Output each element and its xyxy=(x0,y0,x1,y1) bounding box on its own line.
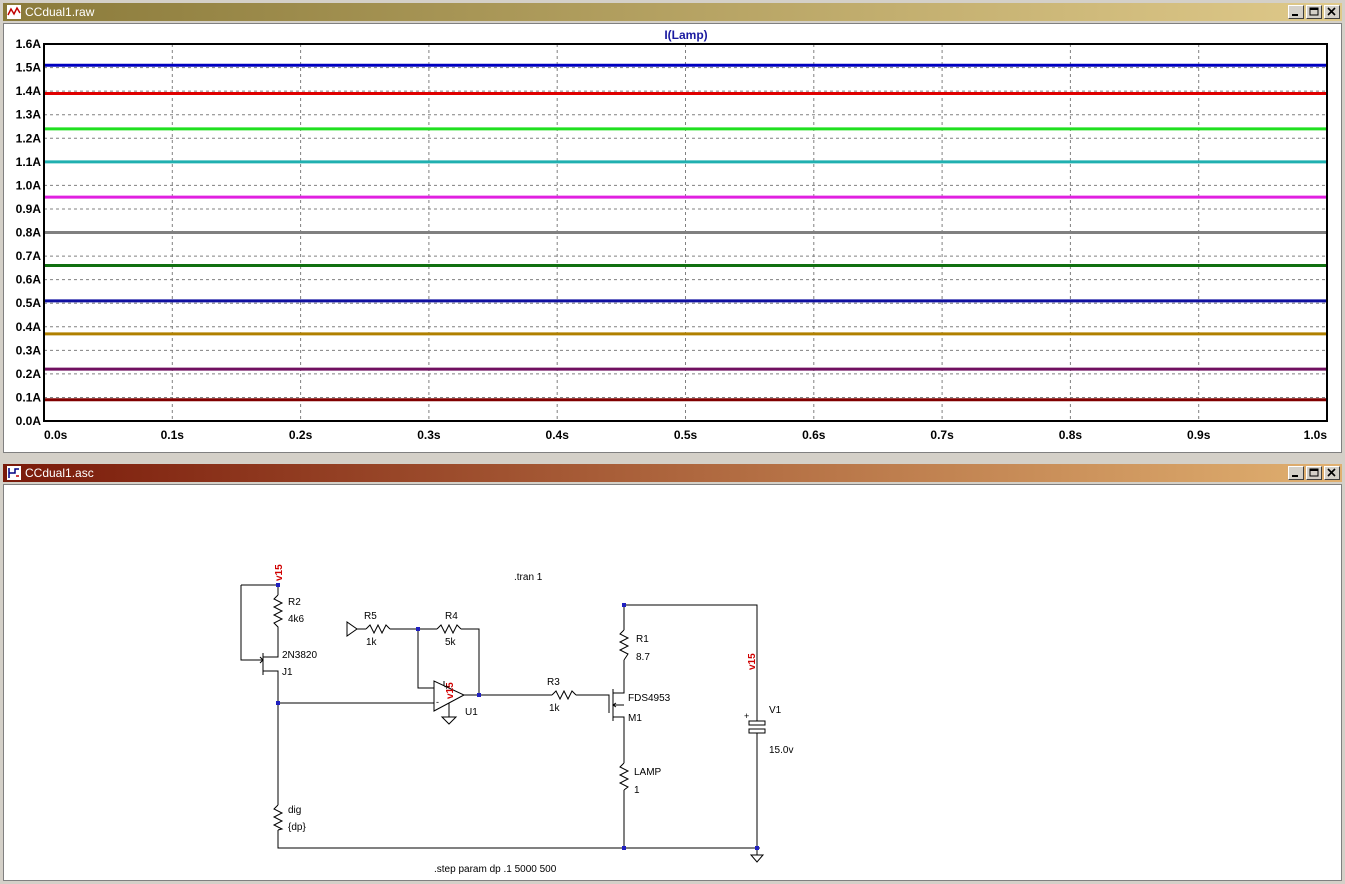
y-tick-label: 0.2A xyxy=(16,367,42,381)
ground-symbol xyxy=(346,621,765,863)
maximize-button[interactable] xyxy=(1306,466,1322,480)
step-directive[interactable]: .step param dp .1 5000 500 xyxy=(434,864,557,875)
y-tick-label: 1.1A xyxy=(16,155,42,169)
y-tick-label: 0.0A xyxy=(16,414,42,428)
schematic-titlebar[interactable]: CCdual1.asc xyxy=(3,464,1342,482)
lamp-label[interactable]: LAMP xyxy=(634,767,662,778)
net-label-v15[interactable]: v15 xyxy=(445,682,456,699)
resistor-r2[interactable] xyxy=(272,594,284,630)
waveform-titlebar[interactable]: CCdual1.raw xyxy=(3,3,1342,21)
y-tick-label: 0.5A xyxy=(16,296,42,310)
waveform-plot[interactable]: I(Lamp) 0.0s 0.1s 0.2s 0.3s 0.4s 0.5s 0.6s 0.7s… xyxy=(4,24,1341,452)
m1-model[interactable]: FDS4953 xyxy=(628,693,671,704)
r5-label[interactable]: R5 xyxy=(364,611,377,622)
net-label-v15[interactable]: v15 xyxy=(747,653,758,670)
y-tick-label: 1.3A xyxy=(16,108,42,122)
trace-label[interactable]: I(Lamp) xyxy=(664,28,707,42)
y-tick-label: 0.7A xyxy=(16,249,42,263)
j1-label[interactable]: J1 xyxy=(282,667,293,678)
mosfet-m1[interactable] xyxy=(604,689,625,725)
v1-label[interactable]: V1 xyxy=(769,705,782,716)
y-tick-label: 1.0A xyxy=(16,178,42,192)
waveform-icon xyxy=(7,5,21,19)
minimize-button[interactable] xyxy=(1288,5,1304,19)
schematic-title: CCdual1.asc xyxy=(25,466,94,480)
y-tick-label: 1.4A xyxy=(16,84,42,98)
net-label-v15[interactable]: v15 xyxy=(274,564,285,581)
r3-label[interactable]: R3 xyxy=(547,677,560,688)
j1-model[interactable]: 2N3820 xyxy=(282,650,317,661)
x-tick-label: 0.6s xyxy=(802,428,826,442)
series-layer xyxy=(44,63,1327,402)
m1-label[interactable]: M1 xyxy=(628,713,642,724)
junction-dots xyxy=(276,583,759,850)
y-tick-label: 0.8A xyxy=(16,226,42,240)
schematic-drawing[interactable]: v15 v15 v15 R2 4k6 2N3820 J1 R5 1k R4 5k… xyxy=(4,485,1341,880)
jfet-j1[interactable] xyxy=(259,650,279,675)
u1-plus: + xyxy=(444,682,449,692)
u1-label[interactable]: U1 xyxy=(465,707,478,718)
waveform-window[interactable]: CCdual1.raw I(Lamp) 0.0s 0.1s 0.2s 0.3s 0.4s… xyxy=(0,0,1345,455)
minimize-button[interactable] xyxy=(1288,466,1304,480)
resistor-dig[interactable] xyxy=(272,804,284,831)
voltage-source-v1[interactable] xyxy=(748,713,766,741)
y-tick-label: 1.2A xyxy=(16,131,42,145)
r2-value[interactable]: 4k6 xyxy=(288,614,305,625)
x-tick-label: 0.9s xyxy=(1187,428,1211,442)
v1-value[interactable]: 15.0v xyxy=(769,745,793,756)
x-tick-label: 0.4s xyxy=(546,428,570,442)
y-tick-label: 0.9A xyxy=(16,202,42,216)
r4-label[interactable]: R4 xyxy=(445,611,458,622)
r3-value[interactable]: 1k xyxy=(549,703,561,714)
resistor-r3[interactable] xyxy=(551,689,577,701)
x-tick-label: 0.2s xyxy=(289,428,313,442)
resistor-lamp[interactable] xyxy=(618,762,630,791)
dig-label[interactable]: dig xyxy=(288,805,301,816)
r5-value[interactable]: 1k xyxy=(366,637,378,648)
close-button[interactable] xyxy=(1324,5,1340,19)
y-tick-label: 0.1A xyxy=(16,390,42,404)
y-tick-label: 1.5A xyxy=(16,61,42,75)
y-tick-label: 0.6A xyxy=(16,273,42,287)
resistor-r1[interactable] xyxy=(618,629,630,661)
grid-layer xyxy=(44,44,1327,421)
schematic-icon xyxy=(7,466,21,480)
u1-minus: - xyxy=(436,697,439,707)
maximize-button[interactable] xyxy=(1306,5,1322,19)
dig-value[interactable]: {dp} xyxy=(288,822,306,833)
y-tick-label: 0.4A xyxy=(16,320,42,334)
schematic-canvas[interactable]: v15 v15 v15 R2 4k6 2N3820 J1 R5 1k R4 5k… xyxy=(3,484,1342,881)
x-tick-label: 0.7s xyxy=(930,428,954,442)
x-tick-label: 0.0s xyxy=(44,428,68,442)
close-button[interactable] xyxy=(1324,466,1340,480)
waveform-title: CCdual1.raw xyxy=(25,5,95,19)
lamp-value[interactable]: 1 xyxy=(634,785,640,796)
opamp-u1[interactable] xyxy=(422,680,466,725)
tick-layer: 0.0s 0.1s 0.2s 0.3s 0.4s 0.5s 0.6s 0.7s 0.8s 0.9s… xyxy=(16,37,1328,442)
r1-label[interactable]: R1 xyxy=(636,634,649,645)
y-tick-label: 0.3A xyxy=(16,343,42,357)
resistor-r4[interactable] xyxy=(436,623,462,635)
resistor-r5[interactable] xyxy=(365,623,391,635)
schematic-window[interactable]: CCdual1.asc xyxy=(0,461,1345,884)
v1-plus: + xyxy=(744,711,749,721)
tran-directive[interactable]: .tran 1 xyxy=(514,572,543,583)
y-tick-label: 1.6A xyxy=(16,37,42,51)
waveform-plot-area[interactable]: I(Lamp) 0.0s 0.1s 0.2s 0.3s 0.4s 0.5s 0.6s 0.7s… xyxy=(3,23,1342,453)
x-tick-label: 1.0s xyxy=(1304,428,1328,442)
r2-label[interactable]: R2 xyxy=(288,597,301,608)
wires xyxy=(240,584,760,855)
x-tick-label: 0.5s xyxy=(674,428,698,442)
x-tick-label: 0.3s xyxy=(417,428,441,442)
x-tick-label: 0.1s xyxy=(161,428,185,442)
plot-frame xyxy=(43,43,1328,422)
r4-value[interactable]: 5k xyxy=(445,637,457,648)
x-tick-label: 0.8s xyxy=(1059,428,1083,442)
r1-value[interactable]: 8.7 xyxy=(636,652,650,663)
